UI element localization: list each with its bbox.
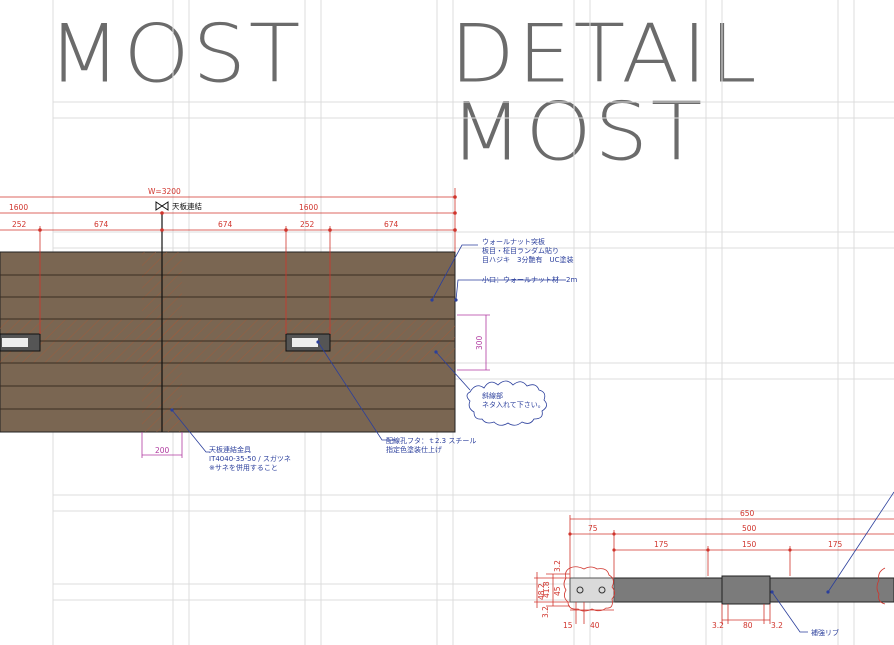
dim-175a: 175 [654, 540, 669, 549]
dim-650: 650 [740, 509, 755, 518]
dim-3-2-c: 3.2 [712, 621, 724, 630]
dim-75: 75 [588, 524, 598, 533]
dim-500: 500 [742, 524, 757, 533]
dim-seg-674a: 674 [94, 220, 109, 229]
note-walnut-1: ウォールナット突板 [482, 237, 545, 246]
dim-15: 15 [563, 621, 573, 630]
note-walnut-3: 目ハジキ 3分艶有 UC塗装 [482, 255, 573, 264]
dim-40: 40 [590, 621, 600, 630]
dim-80: 80 [743, 621, 753, 630]
dim-half-right: 1600 [299, 203, 318, 212]
dim-48-2: 48.2 [537, 583, 546, 600]
dim-seg-674b: 674 [218, 220, 233, 229]
revision-cloud [466, 380, 547, 426]
note-joint-2: IT4040-35-50 / スガツネ [209, 454, 291, 463]
dim-175b: 175 [828, 540, 843, 549]
magenta-dimensions [141, 314, 490, 458]
dim-seg-252a: 252 [12, 220, 27, 229]
title-most-right: MOST [450, 85, 706, 179]
dim-seg-252b: 252 [300, 220, 315, 229]
leader-lines [171, 244, 566, 453]
section-dimensions [534, 515, 894, 624]
dim-width-total: W=3200 [148, 187, 181, 196]
dim-3-2-b: 3.2 [541, 606, 550, 618]
dim-200: 200 [155, 446, 170, 455]
note-rib: 補強リブ [811, 628, 839, 637]
note-joint-3: ※サネを併用すること [209, 463, 278, 472]
section-view [563, 566, 894, 612]
note-hatch-1: 斜線部 [482, 391, 503, 400]
note-joint-1: 天板連結金具 [209, 445, 251, 454]
dim-3-2-d: 3.2 [771, 621, 783, 630]
dim-45: 45 [553, 586, 562, 596]
table-top-plan [0, 212, 456, 433]
note-hatch-2: ネタ入れて下さい。 [482, 400, 545, 409]
dim-150: 150 [742, 540, 757, 549]
title-most-left: MOST [48, 7, 304, 101]
joint-marker [155, 201, 169, 211]
joint-label: 天板連結 [172, 201, 202, 211]
dim-half-left: 1600 [9, 203, 28, 212]
plan-dimensions [0, 188, 456, 334]
title-detail: DETAIL [450, 7, 760, 101]
dim-300: 300 [475, 335, 484, 350]
dim-41-8: 41.8 [542, 581, 551, 598]
note-walnut-2: 板目・柾目ランダム貼り [482, 246, 559, 255]
note-cover-2: 指定色塗装仕上げ [386, 445, 442, 454]
note-edge: 小口：ウォールナット材 2m [482, 275, 577, 284]
dim-seg-674c: 674 [384, 220, 399, 229]
dim-3-2-a: 3.2 [553, 560, 562, 572]
note-cover-1: 配線孔フタ：ｔ2.3 スチール [386, 436, 476, 445]
